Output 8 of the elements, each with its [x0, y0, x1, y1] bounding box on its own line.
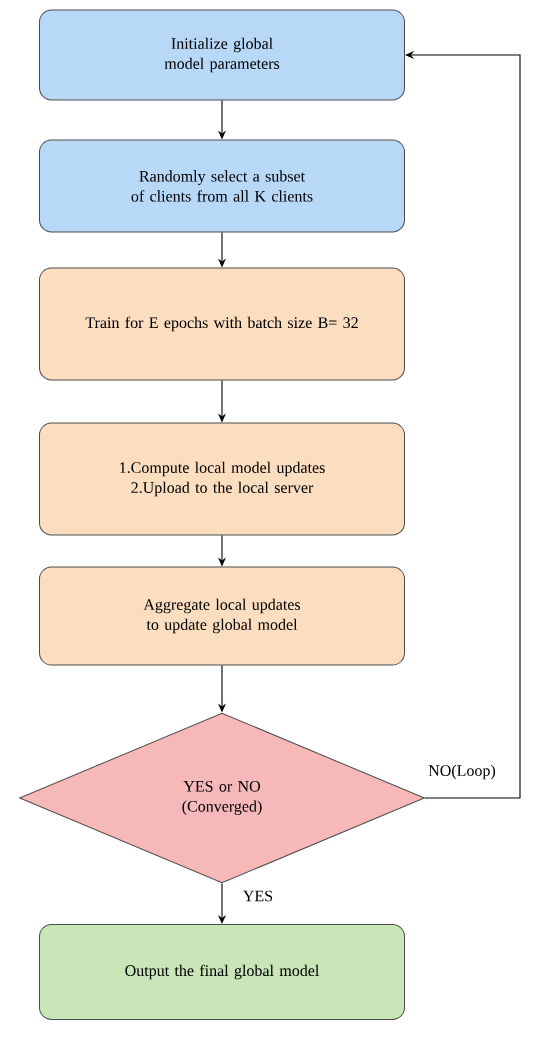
process-box: Train for E epochs with batch size B= 32 — [39, 267, 405, 381]
process-box: 1.Compute local model updates 2.Upload to the local server — [39, 422, 405, 536]
edge-label: NO(Loop) — [427, 763, 497, 781]
process-box: Aggregate local updates to update global model — [39, 566, 405, 666]
process-box: Initialize global model parameters — [39, 9, 405, 101]
process-box: Output the final global model — [39, 924, 405, 1020]
edge-label: YES — [241, 889, 275, 903]
process-box: Randomly select a subset of clients from all K clients — [39, 139, 405, 233]
